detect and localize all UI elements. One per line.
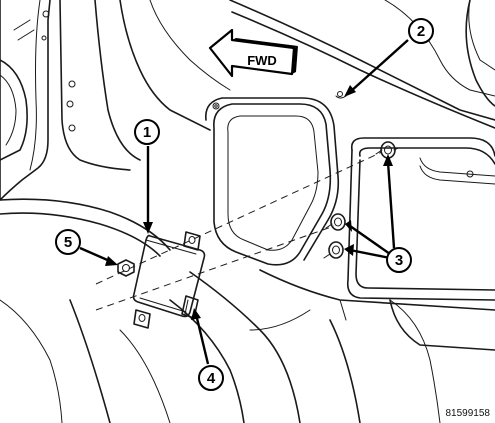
callout-4-label: 4 [207, 370, 216, 387]
callout-5: 5 [55, 229, 81, 255]
upper-body-panel [229, 0, 495, 129]
alignment-lines [95, 151, 383, 311]
callout-3-label: 3 [395, 252, 403, 269]
fwd-label: FWD [247, 53, 277, 68]
right-raised-panel [346, 137, 495, 301]
callout-2-label: 2 [417, 23, 425, 40]
mounting-studs [323, 141, 399, 259]
middle-stud [325, 213, 346, 231]
callout-3: 3 [386, 247, 412, 273]
left-pillar-structure [0, 0, 231, 201]
upper-stud [375, 141, 399, 159]
module-upper-bracket [183, 231, 201, 251]
center-recess-panel [205, 97, 340, 266]
callout-5-label: 5 [64, 234, 72, 251]
callout-2: 2 [408, 18, 434, 44]
callout-1: 1 [134, 119, 160, 145]
fwd-arrow: FWD [208, 28, 298, 78]
module-lower-bracket [133, 309, 151, 329]
callout-4: 4 [198, 365, 224, 391]
callout-leaders [79, 39, 409, 365]
nut [117, 259, 135, 277]
callout-1-label: 1 [143, 124, 151, 141]
lower-stud [323, 241, 344, 259]
figure-id: 81599158 [446, 408, 491, 419]
